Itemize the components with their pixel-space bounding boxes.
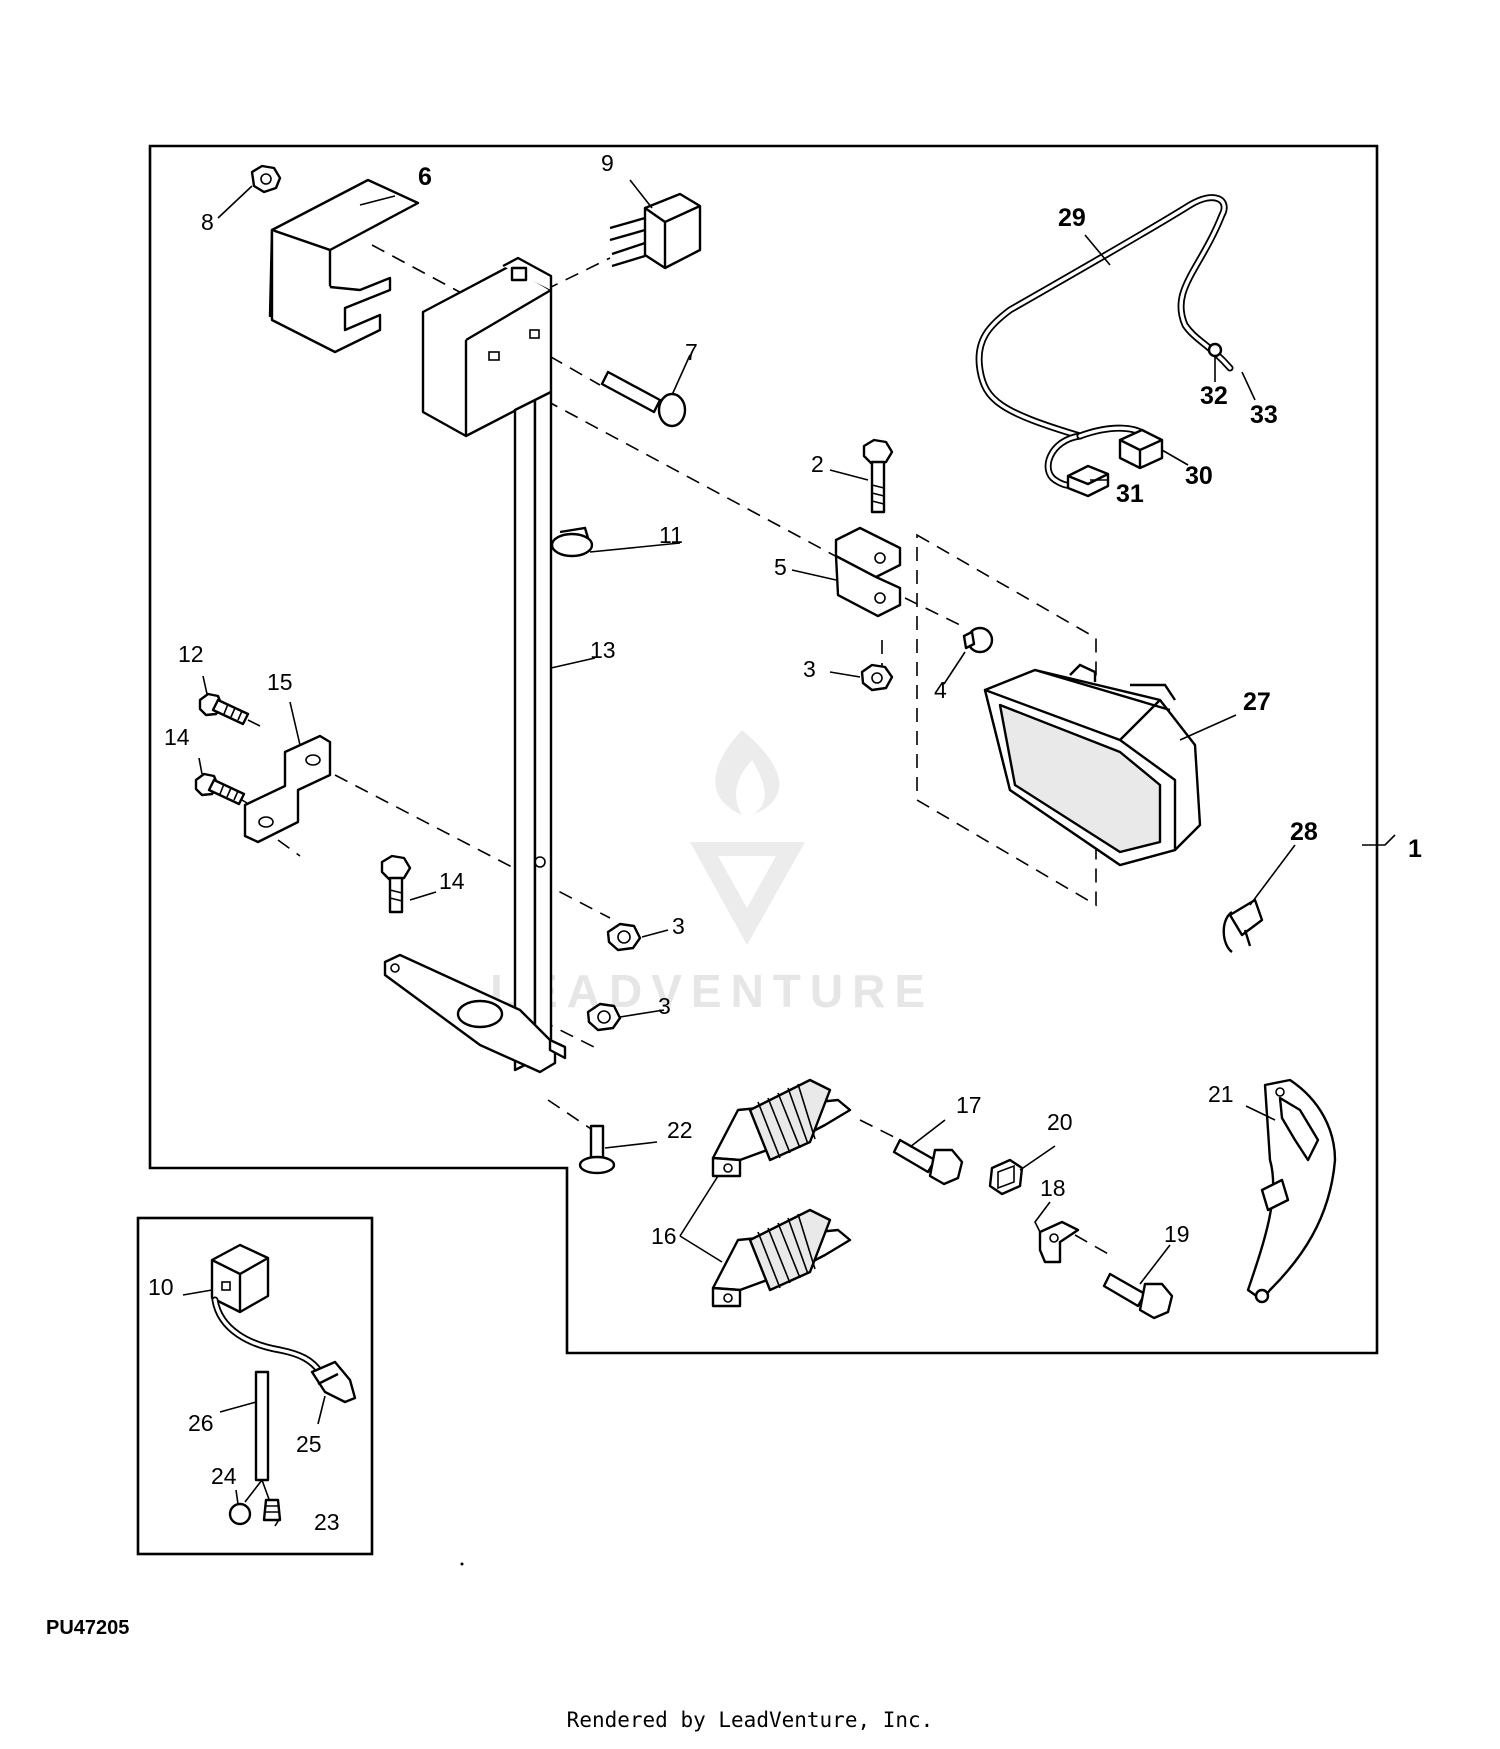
bracket-part-6	[268, 178, 420, 354]
connector-part-31	[1066, 464, 1110, 498]
post-part-13	[383, 256, 567, 1074]
callout-24: 24	[211, 1463, 237, 1489]
callout-19: 19	[1164, 1221, 1190, 1247]
callout-33: 33	[1250, 401, 1278, 429]
nut-part-20	[988, 1158, 1024, 1196]
callout-5: 5	[774, 554, 787, 580]
inset-wire-part-26	[211, 1296, 324, 1503]
callout-29: 29	[1058, 204, 1086, 232]
bolt-part-22	[578, 1124, 616, 1175]
bolt-part-14-a	[194, 772, 246, 806]
nut-part-3-a	[860, 663, 894, 692]
callout-12: 12	[178, 641, 204, 667]
callout-15: 15	[267, 669, 293, 695]
callout-22: 22	[667, 1117, 693, 1143]
inset-washer-part-24	[228, 1502, 252, 1526]
callout-6: 6	[418, 163, 432, 191]
callout-labels: 1 2 3 3 3 4 5 6 7 8 9 10 11 12 13 14 14 …	[148, 150, 1422, 1535]
callout-30: 30	[1185, 462, 1213, 490]
callout-23: 23	[314, 1509, 340, 1535]
assembly-frame	[148, 144, 1379, 1355]
inset-frame	[136, 1216, 374, 1556]
callout-14-b: 14	[439, 868, 465, 894]
leader-lines	[182, 179, 1396, 1527]
bracket-part-21	[1246, 1078, 1337, 1304]
screw-part-17	[892, 1138, 964, 1186]
callout-10: 10	[148, 1274, 174, 1300]
stray-dot	[460, 1562, 464, 1566]
watermark-text: LEADVENTURE	[490, 965, 934, 1017]
clip-part-28	[1222, 898, 1264, 953]
switch-part-9	[609, 192, 702, 270]
callout-17: 17	[956, 1092, 982, 1118]
callout-3-b: 3	[672, 913, 685, 939]
callout-4: 4	[934, 677, 947, 703]
bolt-part-14-b	[380, 854, 412, 914]
callout-31: 31	[1116, 480, 1144, 508]
harness-part-29	[975, 194, 1234, 490]
callout-25: 25	[296, 1431, 322, 1457]
leadventure-watermark: LEADVENTURE	[490, 730, 934, 1017]
callout-18: 18	[1040, 1175, 1066, 1201]
inset-fitting-part-23	[262, 1498, 282, 1522]
callout-27: 27	[1243, 688, 1271, 716]
callout-20: 20	[1047, 1109, 1073, 1135]
bolt-part-12	[198, 692, 250, 726]
callout-13: 13	[590, 637, 616, 663]
diagram-id: PU47205	[46, 1617, 130, 1639]
callout-2: 2	[811, 451, 824, 477]
callout-8: 8	[201, 209, 214, 235]
bumper-part-16-b	[711, 1208, 852, 1308]
plate-part-15	[243, 734, 332, 844]
alignment-lines	[241, 244, 1111, 1256]
screw-part-19	[1102, 1272, 1174, 1320]
rivet-part-4	[962, 626, 994, 654]
nut-part-8	[250, 164, 282, 194]
clip-part-11	[550, 526, 594, 558]
callout-26: 26	[188, 1410, 214, 1436]
nut-part-3-b	[606, 922, 642, 952]
hinge-part-5	[834, 526, 902, 618]
callout-7: 7	[685, 339, 698, 365]
callout-3-a: 3	[803, 656, 816, 682]
callout-28: 28	[1290, 818, 1318, 846]
callout-21: 21	[1208, 1081, 1234, 1107]
inset-harness-part-10	[210, 1243, 270, 1314]
render-credit: Rendered by LeadVenture, Inc.	[566, 1708, 934, 1732]
callout-1: 1	[1408, 835, 1422, 863]
callout-3-c: 3	[658, 993, 671, 1019]
clip-part-18	[1038, 1220, 1080, 1264]
pin-part-7	[600, 370, 687, 428]
bolt-part-2	[862, 438, 894, 514]
bumper-part-16-a	[711, 1078, 852, 1178]
callout-14-a: 14	[164, 724, 190, 750]
inset-connector-part-25	[310, 1360, 357, 1404]
callout-11: 11	[659, 522, 683, 548]
work-light-part-27	[983, 663, 1202, 867]
callout-9: 9	[601, 150, 614, 176]
nut-part-3-c	[586, 1002, 622, 1032]
callout-32: 32	[1200, 382, 1228, 410]
callout-16: 16	[651, 1223, 677, 1249]
connector-part-30	[1118, 428, 1164, 470]
